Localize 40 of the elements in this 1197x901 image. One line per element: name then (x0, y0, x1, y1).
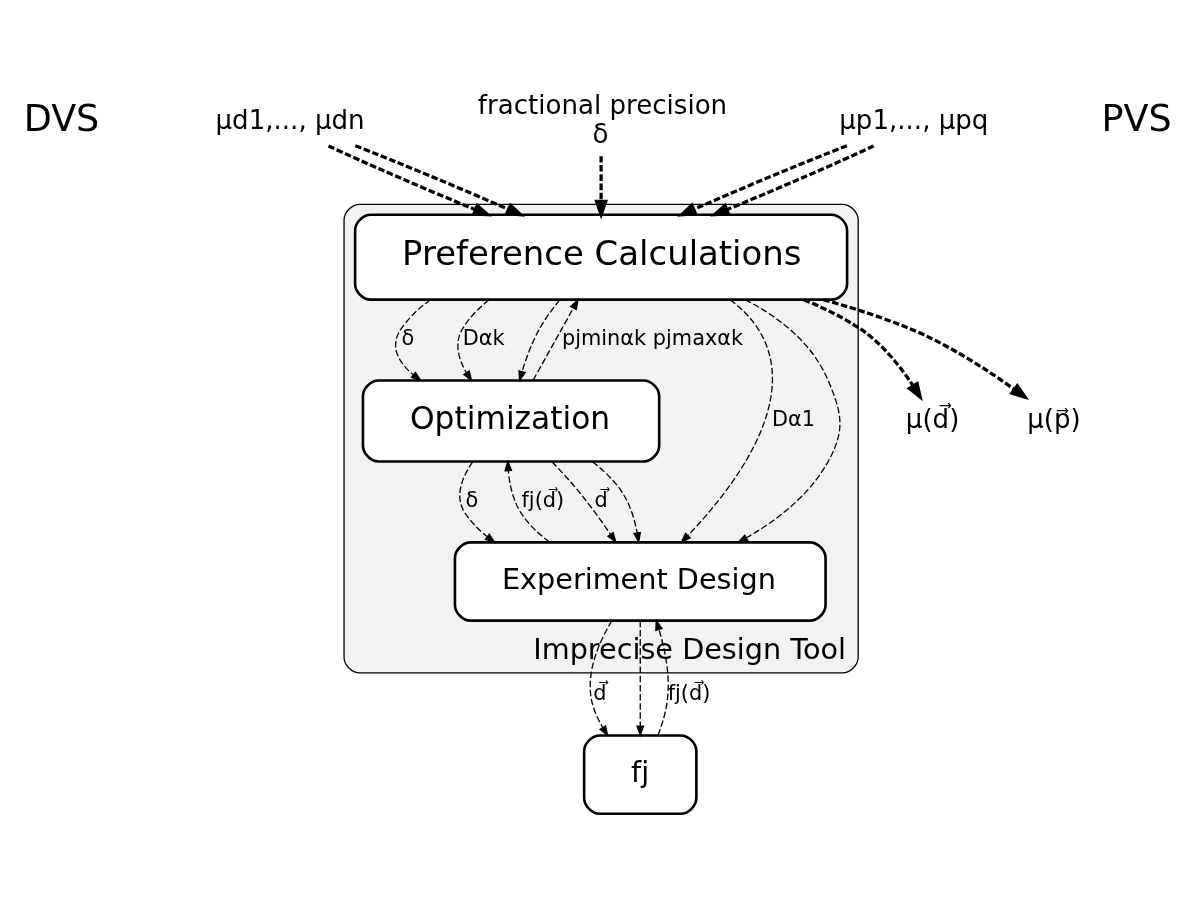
node-text: μ(d⃗) (905, 403, 960, 434)
arrow (518, 298, 561, 382)
arrow (457, 298, 490, 382)
arrow (803, 297, 923, 401)
node-box: Preference Calculations (353, 213, 849, 301)
edge-label: pjminαk pjmaxαk (561, 325, 744, 350)
arrow (677, 143, 848, 217)
arrow (532, 297, 579, 381)
node-box: Optimization (361, 378, 661, 463)
edge-label: d⃗ (593, 680, 607, 705)
arrow (591, 460, 642, 544)
arrow (589, 619, 613, 737)
edge-label: fj(d⃗) (521, 487, 565, 512)
arrow (594, 155, 608, 219)
edge-label: δ (465, 487, 479, 512)
edge-label: Dαk (462, 325, 505, 350)
edge-label: fj(d⃗) (667, 680, 711, 705)
arrow (736, 298, 841, 543)
arrow (551, 460, 617, 544)
arrow (710, 143, 875, 217)
node-text: μp1,..., μpq (839, 104, 989, 135)
label: DVS (23, 96, 100, 140)
arrow (354, 143, 526, 217)
edge-label: Dα1 (772, 406, 816, 431)
edge-label: δ (401, 325, 415, 350)
arrow (504, 458, 551, 543)
arrow (636, 619, 645, 737)
arrow (327, 143, 493, 217)
arrow (394, 298, 432, 382)
arrow (655, 618, 669, 736)
edge-label: d⃗ (594, 487, 608, 512)
arrow (680, 298, 774, 544)
node-box: Experiment Design (453, 540, 827, 622)
node-box: fj (582, 733, 698, 815)
arrow (459, 460, 497, 543)
node-text: μd1,..., μdn (215, 104, 365, 135)
node-text: μ(p⃗) (1027, 403, 1081, 434)
node-text: fractional precision δ (477, 89, 728, 149)
arrow (822, 297, 1030, 400)
label: PVS (1101, 96, 1172, 140)
